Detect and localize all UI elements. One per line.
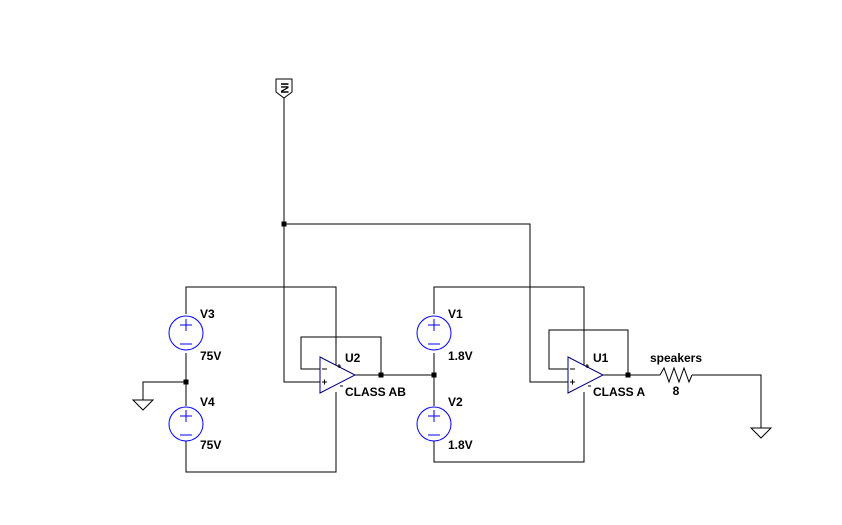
plus-icon xyxy=(428,319,440,331)
source-circle xyxy=(416,406,452,442)
input-port-flag xyxy=(275,78,293,99)
wire-v3-top-rail xyxy=(185,286,337,369)
resistor-zigzag-icon xyxy=(659,366,693,384)
voltage-source-v4[interactable]: V4 75V xyxy=(168,395,221,452)
source-name: V1 xyxy=(448,307,463,321)
speaker-resistor[interactable]: speakers 8 xyxy=(650,351,702,398)
opamp-u1[interactable]: U1 CLASS A xyxy=(567,351,646,399)
opamp-name: U1 xyxy=(593,351,609,365)
plus-icon xyxy=(180,410,192,422)
input-port[interactable]: IN xyxy=(275,78,293,99)
junctions xyxy=(183,221,631,385)
input-port-label: IN xyxy=(278,83,290,94)
wire-in-bus xyxy=(284,223,568,383)
opamp-u2[interactable]: U2 CLASS AB xyxy=(319,351,406,399)
plus-pin-icon xyxy=(322,379,327,385)
source-value: 1.8V xyxy=(448,349,473,363)
ground-symbol xyxy=(749,427,773,439)
ground-symbol xyxy=(131,399,155,411)
wire-u2-feedback xyxy=(300,336,382,375)
wire-v1-top-rail xyxy=(433,286,585,369)
source-value: 75V xyxy=(200,349,221,363)
junction-v3-v4 xyxy=(183,379,189,385)
voltage-source-v2[interactable]: V2 1.8V xyxy=(416,395,473,452)
wires xyxy=(142,98,762,473)
junction-u2-out xyxy=(378,372,384,378)
plus-icon xyxy=(428,410,440,422)
plus-pin-icon xyxy=(570,379,575,385)
wire-speaker-ground xyxy=(692,374,762,428)
wire-mid-ground xyxy=(142,381,186,400)
source-value: 75V xyxy=(200,438,221,452)
source-name: V4 xyxy=(200,395,215,409)
source-name: V2 xyxy=(448,395,463,409)
resistor-value: 8 xyxy=(673,384,680,398)
source-circle xyxy=(168,406,204,442)
junction-u1-out xyxy=(625,372,631,378)
junction-in xyxy=(281,221,287,227)
inverting-pin-icon xyxy=(337,364,341,368)
opamp-model: CLASS AB xyxy=(345,385,406,399)
source-value: 1.8V xyxy=(448,438,473,452)
opamp-name: U2 xyxy=(345,351,361,365)
wire-u1-feedback xyxy=(548,329,629,375)
supply-pin-icon xyxy=(585,364,589,368)
ground-right-icon xyxy=(749,427,773,439)
voltage-source-v3[interactable]: V3 75V xyxy=(168,307,221,363)
plus-icon xyxy=(180,319,192,331)
wire-in-u2 xyxy=(283,224,320,383)
ground-left-icon xyxy=(131,399,155,411)
voltage-source-v1[interactable]: V1 1.8V xyxy=(416,307,473,363)
source-circle xyxy=(416,315,452,351)
wire-v2-bottom-rail xyxy=(433,392,585,463)
wire-v4-bottom-rail xyxy=(185,392,337,473)
source-circle xyxy=(168,315,204,351)
source-name: V3 xyxy=(200,307,215,321)
resistor-name: speakers xyxy=(650,351,702,365)
junction-v1-v2 xyxy=(431,372,437,378)
opamp-model: CLASS A xyxy=(593,385,646,399)
